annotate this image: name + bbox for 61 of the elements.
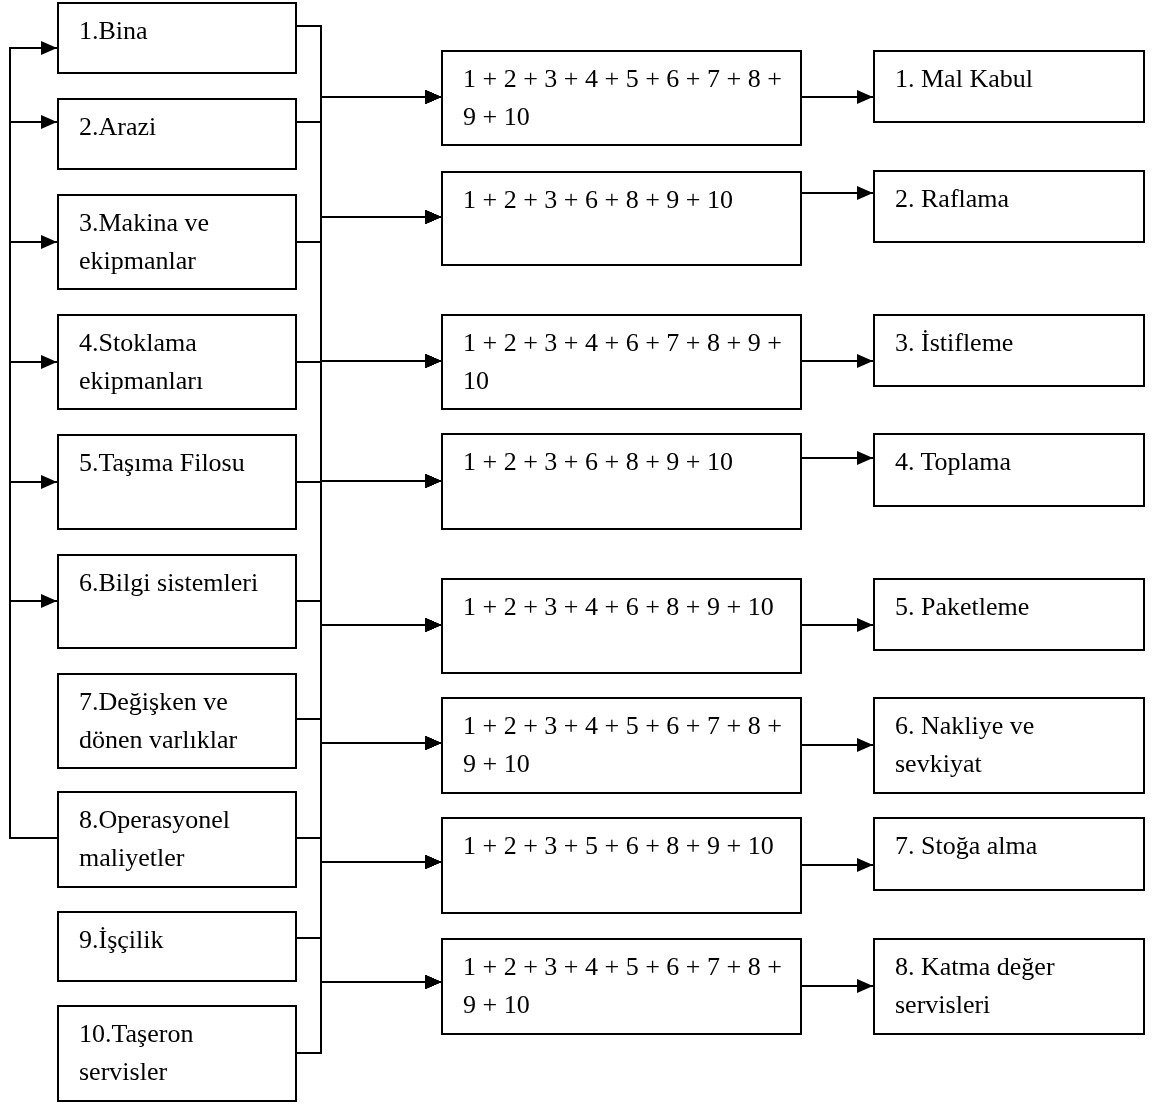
box-text: 1 + 2 + 3 + 5 + 6 + 8 + 9 + 10: [463, 830, 775, 862]
box-text: 7.Değişken ve dönen varlıklar: [79, 686, 239, 756]
process-box: [441, 50, 802, 146]
arrow: [801, 738, 874, 752]
box-text: 9.İşçilik: [79, 924, 165, 956]
arrow: [801, 186, 874, 200]
arrow: [9, 594, 58, 839]
process-box: [873, 578, 1145, 651]
arrow: [801, 451, 874, 465]
box-text: 8. Katma değer servisleri: [895, 951, 1056, 1021]
process-box: [441, 697, 802, 794]
box-text: 6. Nakliye ve sevkiyat: [895, 710, 1036, 780]
process-box: [57, 554, 297, 649]
arrow: [801, 90, 874, 104]
process-box: [873, 817, 1145, 891]
process-box: [873, 314, 1145, 387]
process-box: [441, 817, 802, 914]
process-box: [873, 433, 1145, 507]
process-box: [57, 194, 297, 290]
process-box: [873, 938, 1145, 1035]
arrow: [801, 979, 874, 993]
process-box: [441, 578, 802, 674]
box-text: 2. Raflama: [895, 183, 1011, 215]
box-text: 3.Makina ve ekipmanlar: [79, 207, 210, 277]
process-box: [57, 1005, 297, 1102]
process-box: [57, 314, 297, 410]
process-box: [57, 911, 297, 982]
box-text: 4.Stoklama ekipmanları: [79, 327, 205, 397]
box-text: 5. Paketleme: [895, 591, 1031, 623]
arrow: [801, 354, 874, 368]
box-text: 1 + 2 + 3 + 4 + 5 + 6 + 7 + 8 + 9 + 10: [463, 951, 782, 1021]
box-text: 1.Bina: [79, 15, 149, 47]
box-text: 1 + 2 + 3 + 4 + 5 + 6 + 7 + 8 + 9 + 10: [463, 710, 782, 780]
process-box: [57, 98, 297, 170]
box-text: 3. İstifleme: [895, 327, 1015, 359]
process-box: [441, 938, 802, 1035]
process-box: [57, 791, 297, 888]
process-box: [441, 314, 802, 410]
box-text: 1 + 2 + 3 + 6 + 8 + 9 + 10: [463, 184, 734, 216]
process-box: [57, 434, 297, 530]
box-text: 1 + 2 + 3 + 4 + 5 + 6 + 7 + 8 + 9 + 10: [463, 63, 782, 133]
arrow: [801, 858, 874, 872]
box-text: 1 + 2 + 3 + 4 + 6 + 8 + 9 + 10: [463, 591, 775, 623]
arrow: [801, 618, 874, 632]
box-text: 1. Mal Kabul: [895, 63, 1034, 95]
process-box: [873, 697, 1145, 794]
process-box: [57, 2, 297, 74]
process-box: [441, 433, 802, 530]
box-text: 4. Toplama: [895, 446, 1013, 478]
box-text: 1 + 2 + 3 + 4 + 6 + 7 + 8 + 9 + 10: [463, 327, 782, 397]
box-text: 10.Taşeron servisler: [79, 1018, 195, 1088]
box-text: 2.Arazi: [79, 111, 158, 143]
process-box: [57, 673, 297, 769]
process-box: [441, 171, 802, 266]
box-text: 7. Stoğa alma: [895, 830, 1039, 862]
box-text: 6.Bilgi sistemleri: [79, 567, 260, 599]
box-text: 1 + 2 + 3 + 6 + 8 + 9 + 10: [463, 446, 734, 478]
process-box: [873, 50, 1145, 123]
process-box: [873, 170, 1145, 243]
box-text: 5.Taşıma Filosu: [79, 447, 246, 479]
box-text: 8.Operasyonel maliyetler: [79, 804, 231, 874]
